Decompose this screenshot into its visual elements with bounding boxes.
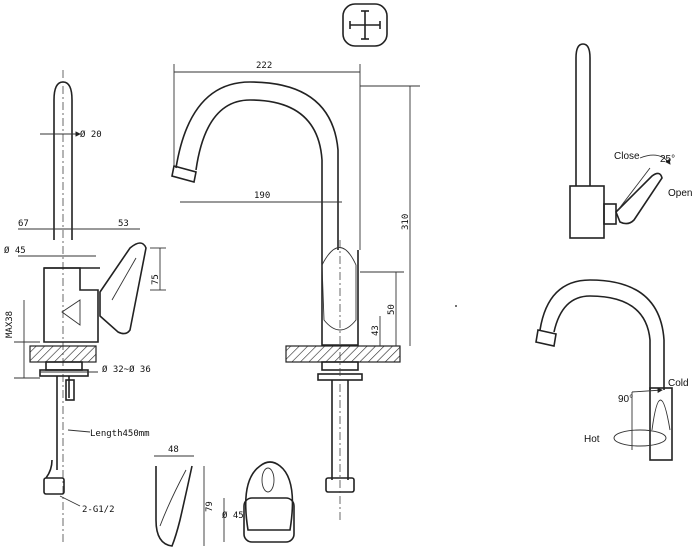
dim-d20: Ø 20 — [80, 129, 102, 140]
dim-43: 43 — [371, 325, 381, 336]
dim-max38: MAX38 — [5, 311, 15, 338]
open-close-diagram: Close 25° Open — [569, 43, 692, 239]
dim-67: 67 — [18, 219, 29, 229]
dim-79: 79 — [205, 501, 215, 512]
handle-symbol-icon — [342, 3, 388, 47]
dim-50: 50 — [387, 304, 397, 315]
dim-222: 222 — [256, 61, 272, 71]
lever-profile-drawing: 48 79 — [154, 445, 215, 547]
dim-length: Length450mm — [90, 429, 150, 439]
dim-310: 310 — [401, 214, 411, 230]
handle-top-view-drawing: Ø 45 — [222, 461, 295, 543]
label-open: Open — [668, 188, 692, 199]
front-view-drawing: 222 190 310 50 43 — [171, 61, 420, 520]
dim-d45-left: Ø 45 — [4, 245, 26, 256]
dim-d32-36: Ø 32~Ø 36 — [102, 364, 151, 375]
dim-75: 75 — [151, 274, 161, 285]
label-angle-25: 25° — [660, 154, 675, 165]
label-close: Close — [614, 151, 640, 162]
label-cold: Cold — [668, 378, 689, 389]
dim-d45-bottom: Ø 45 — [222, 510, 244, 521]
dim-48: 48 — [168, 445, 179, 455]
label-hot: Hot — [584, 434, 600, 445]
dim-190: 190 — [254, 191, 270, 201]
hot-cold-diagram: Cold 90° Hot — [535, 279, 689, 461]
dim-53: 53 — [118, 219, 129, 229]
dim-thread: 2-G1/2 — [82, 505, 115, 515]
label-angle-90: 90° — [618, 394, 633, 405]
side-view-drawing: Ø 20 67 53 Ø 45 75 MAX38 Ø 32~Ø 36 Lengt… — [4, 70, 166, 545]
